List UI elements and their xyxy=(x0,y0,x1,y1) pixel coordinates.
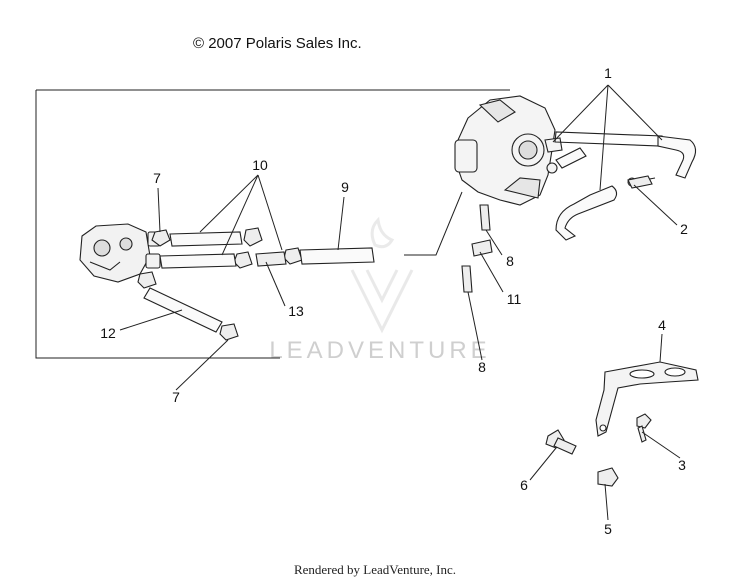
callout-7-bottom: 7 xyxy=(172,389,180,405)
callout-8-bottom: 8 xyxy=(478,359,486,375)
fuel-hoses-icon xyxy=(143,231,375,333)
leader-lines xyxy=(119,84,681,521)
callout-7-top: 7 xyxy=(153,170,161,186)
callout-labels: 1 2 3 4 5 6 7 7 8 8 9 10 11 12 13 xyxy=(100,65,688,537)
fasteners-icon xyxy=(545,413,652,487)
bracket-icon xyxy=(595,361,699,437)
callout-11: 11 xyxy=(507,291,522,307)
fittings-icon xyxy=(255,175,653,293)
footer-credit: Rendered by LeadVenture, Inc. xyxy=(293,562,457,577)
clamp-nuts-icon xyxy=(137,227,303,341)
callout-1: 1 xyxy=(604,65,612,81)
callout-4: 4 xyxy=(658,317,666,333)
callout-13: 13 xyxy=(288,303,304,319)
callout-6: 6 xyxy=(520,477,528,493)
copyright-notice: © 2007 Polaris Sales Inc. xyxy=(193,35,362,52)
callout-12: 12 xyxy=(100,325,116,341)
callout-5: 5 xyxy=(604,521,612,537)
subassembly-frame xyxy=(35,89,510,359)
callout-2: 2 xyxy=(680,221,688,237)
watermark-text: LEADVENTURE xyxy=(269,337,490,364)
callout-10: 10 xyxy=(252,157,268,173)
watermark xyxy=(350,216,414,334)
callout-9: 9 xyxy=(341,179,349,195)
callout-8-top: 8 xyxy=(506,253,514,269)
carburetor-icon xyxy=(454,95,563,206)
callout-3: 3 xyxy=(678,457,686,473)
vent-hoses-icon xyxy=(554,131,697,241)
